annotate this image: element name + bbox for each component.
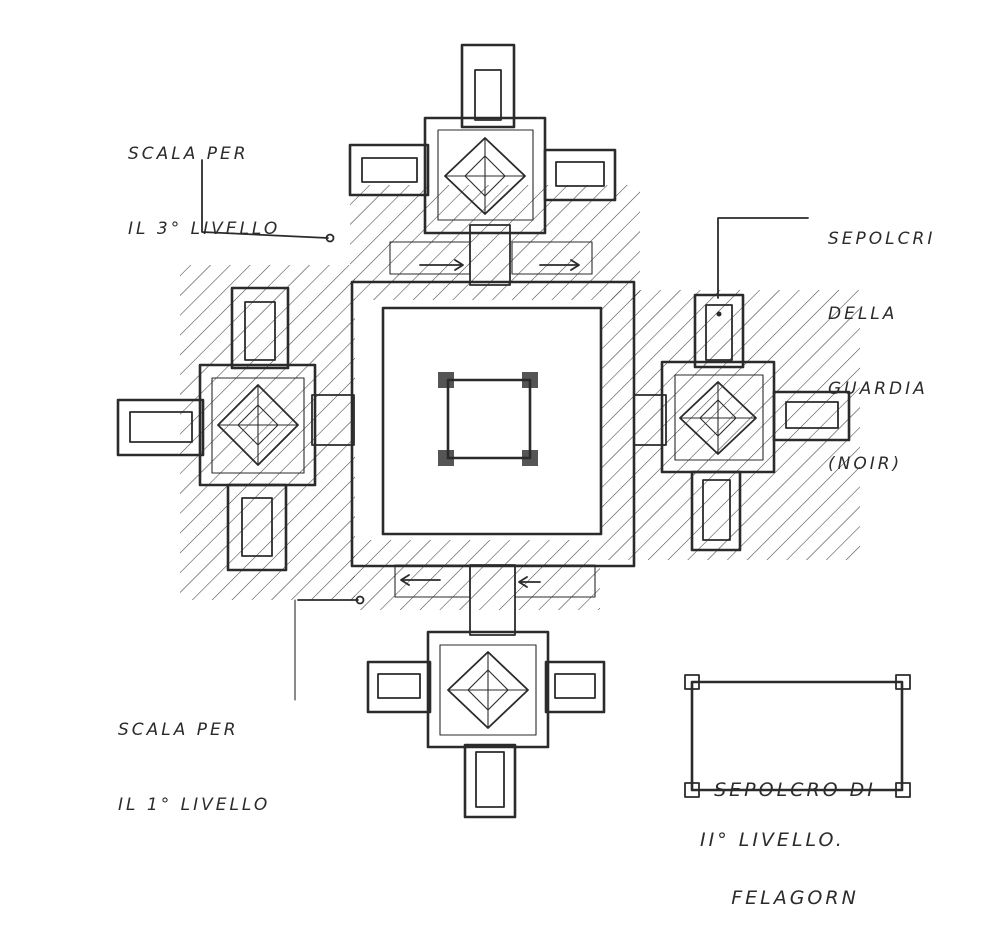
label-line: IL 1° LIVELLO	[118, 795, 271, 815]
hatched-fill-areas	[180, 185, 860, 610]
tomb-south	[366, 630, 606, 819]
label-line: SEPOLCRI	[828, 229, 936, 249]
label-line: SCALA PER	[118, 720, 239, 740]
stairs	[389, 241, 596, 598]
tomb-east	[660, 293, 851, 552]
tomb-north	[348, 43, 617, 235]
label-stair-level-1: SCALA PER IL 1° LIVELLO	[118, 668, 270, 843]
label-stair-level-3: SCALA PER IL 3° LIVELLO	[128, 92, 280, 267]
label-guard-tombs: SEPOLCRI DELLA GUARDIA (NOIR)	[828, 177, 935, 502]
tomb-west	[116, 286, 317, 572]
label-line: (NOIR)	[828, 454, 903, 474]
central-chamber	[350, 280, 636, 568]
label-line: SCALA PER	[128, 144, 249, 164]
central-sarcophagus	[446, 378, 532, 460]
level-label: II° LIVELLO.	[700, 829, 845, 851]
title-box	[684, 674, 911, 798]
label-line: GUARDIA	[828, 379, 928, 399]
tomb-name-line: FELAGORN	[731, 887, 859, 909]
label-line: IL 3° LIVELLO	[128, 219, 281, 239]
floor-plan-drawing	[116, 43, 911, 819]
title-box-text: SEPOLCRO DI FELAGORN	[700, 700, 890, 952]
leader-lines	[201, 159, 809, 701]
tomb-name-line: SEPOLCRO DI	[714, 779, 876, 801]
label-line: DELLA	[828, 304, 898, 324]
floor-plan-sketch	[116, 43, 911, 819]
